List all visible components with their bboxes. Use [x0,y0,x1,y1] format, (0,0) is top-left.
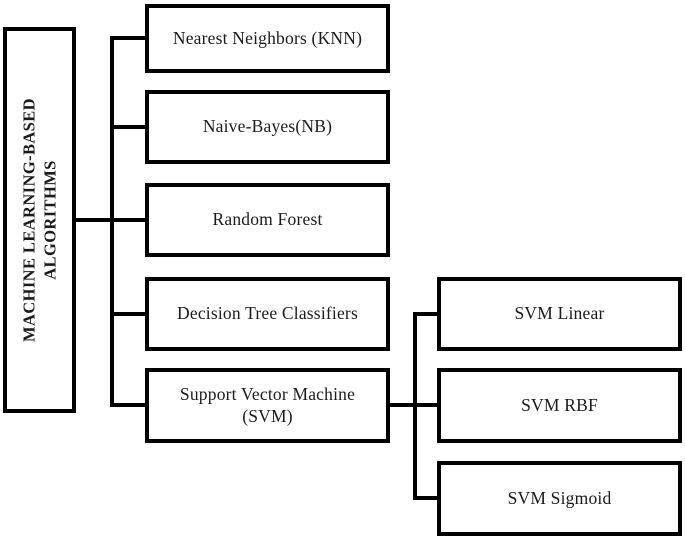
algorithm-node-random-forest: Random Forest [145,183,390,257]
connector-svm-horizontal [388,403,415,407]
svm-variant-linear-label: SVM Linear [514,303,605,324]
algorithm-node-svm-label: Support Vector Machine (SVM) [179,383,356,426]
algorithm-node-decision-tree-label: Decision Tree Classifiers [177,303,358,324]
algorithm-node-random-forest-label: Random Forest [212,209,323,230]
connector-stub-svm-sigmoid [415,496,437,500]
connector-stub-svm-linear [415,312,437,316]
root-node-label: MACHINE LEARNING-BASED ALGORITHMS [18,98,59,342]
connector-stub-nb [112,125,145,129]
algorithm-node-knn-label: Nearest Neighbors (KNN) [172,27,363,48]
svm-variant-sigmoid-label: SVM Sigmoid [507,487,612,508]
algorithm-node-svm: Support Vector Machine (SVM) [145,368,390,443]
root-node-machine-learning-algorithms: MACHINE LEARNING-BASED ALGORITHMS [3,27,76,413]
root-node-rotated-text: MACHINE LEARNING-BASED ALGORITHMS [19,27,60,413]
connector-root-horizontal [75,218,114,222]
svm-variant-node-rbf: SVM RBF [437,368,682,443]
connector-stub-svm-rbf [415,403,437,407]
svm-variant-rbf-label: SVM RBF [521,394,598,415]
connector-stub-svm [112,403,145,407]
svm-variant-node-linear: SVM Linear [437,277,682,351]
connector-stub-rf [112,218,145,222]
svm-variant-node-sigmoid: SVM Sigmoid [437,461,682,536]
connector-stub-dt [112,312,145,316]
algorithm-node-naive-bayes-label: Naive-Bayes(NB) [202,116,333,137]
algorithm-node-knn: Nearest Neighbors (KNN) [145,4,390,73]
connector-stub-knn [112,36,145,40]
algorithm-node-decision-tree: Decision Tree Classifiers [145,277,390,351]
algorithm-node-naive-bayes: Naive-Bayes(NB) [145,90,390,164]
